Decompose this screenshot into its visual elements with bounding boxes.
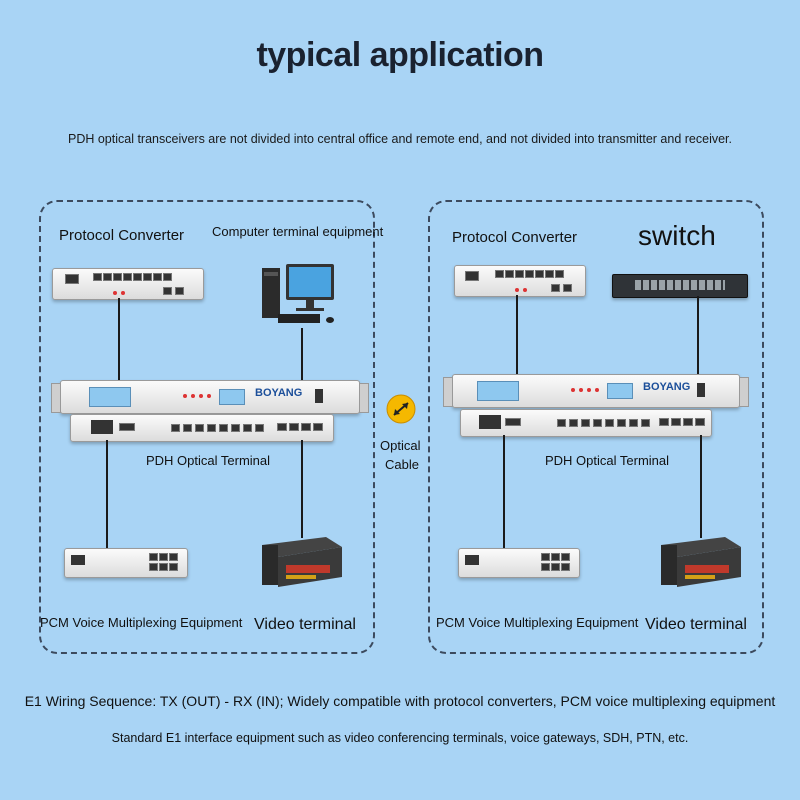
- right-pcm-label: PCM Voice Multiplexing Equipment: [436, 615, 639, 630]
- switch-device: [612, 274, 748, 298]
- page-title: typical application: [256, 36, 544, 74]
- right-video-terminal-icon: [661, 537, 741, 587]
- left-site-group: [39, 200, 375, 654]
- right-site-group: [428, 200, 764, 654]
- left-protocol-converter-device: [52, 268, 204, 300]
- optical-cable-label-line2: Cable: [385, 457, 419, 472]
- footer-compat-note: Standard E1 interface equipment such as …: [111, 731, 689, 745]
- right-pdh-optical-terminal-device: BOYANG: [443, 374, 749, 408]
- right-pdh-rear-panel: [460, 409, 712, 437]
- left-video-terminal-icon: [262, 537, 342, 587]
- left-protocol-converter-label: Protocol Converter: [59, 227, 185, 244]
- left-pdh-brand: BOYANG: [255, 387, 303, 399]
- right-protocol-converter-device: [454, 265, 586, 297]
- computer-terminal-icon: [262, 264, 334, 323]
- left-computer-terminal-label: Computer terminal equipment: [212, 224, 384, 239]
- right-protocol-converter-label: Protocol Converter: [452, 229, 578, 246]
- optical-cable-label-line1: Optical: [380, 438, 421, 453]
- page-subtitle: PDH optical transceivers are not divided…: [67, 132, 733, 146]
- right-switch-label: switch: [638, 220, 716, 251]
- right-video-terminal-label: Video terminal: [645, 616, 747, 633]
- left-pdh-rear-panel: [70, 414, 334, 442]
- right-pcm-device: [458, 548, 580, 578]
- left-pcm-label: PCM Voice Multiplexing Equipment: [40, 615, 243, 630]
- right-pdh-brand: BOYANG: [643, 381, 691, 393]
- footer-wiring-note: E1 Wiring Sequence: TX (OUT) - RX (IN); …: [24, 693, 776, 709]
- right-pdh-terminal-label: PDH Optical Terminal: [545, 453, 670, 468]
- left-pcm-device: [64, 548, 188, 578]
- left-video-terminal-label: Video terminal: [254, 616, 356, 633]
- left-pdh-terminal-label: PDH Optical Terminal: [146, 453, 271, 468]
- left-pdh-optical-terminal-device: BOYANG: [51, 380, 369, 414]
- optical-link-icon: [386, 394, 416, 424]
